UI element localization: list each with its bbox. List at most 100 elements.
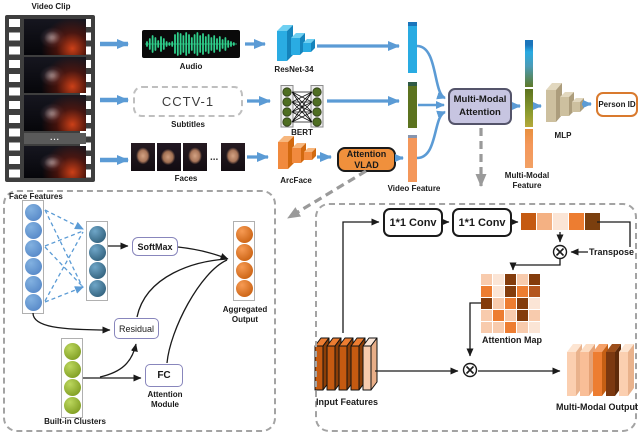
attention-vlad-box: Attention VLAD [337,147,396,172]
node-circle [88,225,106,243]
mma-line1: Multi-Modal [453,94,507,106]
builtin-clusters-label: Built-in Clusters [44,417,106,426]
faces-row: ... [131,143,246,171]
face-image-2 [157,143,181,171]
attention-map-cell [481,274,492,285]
arcface-label: ArcFace [280,176,312,185]
builtin-clusters-column [61,338,83,418]
feature-square [537,213,552,230]
node-circle [24,239,42,257]
feature-square [521,213,536,230]
multimodal-attention-panel [315,203,637,432]
attention-map-cell [517,322,528,333]
node-circle [63,360,81,378]
attention-map-cell [517,286,528,297]
attention-map-cell [529,310,540,321]
aggregated-line2: Output [231,314,259,324]
face-features-label: Face Features [9,192,63,201]
video-frame-3 [24,95,86,131]
node-circle [235,225,253,243]
node-circle [88,279,106,297]
resnet-label: ResNet-34 [274,65,314,74]
attention-map-cell [529,322,540,333]
attention-map-cell [493,322,504,333]
attention-map-cell [505,322,516,333]
aggregated-output-label: Aggregated Output [223,305,267,324]
node-circle [24,221,42,239]
video-clip-label: Video Clip [31,2,71,11]
face-features-column [22,200,44,314]
video-frame-2 [24,57,86,93]
attention-map-cell [505,274,516,285]
node-circle [63,378,81,396]
attention-map-cell [517,298,528,309]
faces-label: Faces [174,174,198,183]
resnet34-icon [277,25,315,61]
multimodal-attention-box: Multi-Modal Attention [448,88,512,125]
node-circle [24,275,42,293]
attention-vlad-line2: VLAD [354,159,379,170]
audio-feature-bar [408,22,417,73]
transpose-label: Transpose [588,247,636,258]
mlp-icon [546,83,584,122]
video-feature-bar [408,135,417,182]
attention-map-cell [529,286,540,297]
attention-map-cell [505,298,516,309]
attention-module-label: Attention Module [147,390,182,409]
node-circle [24,293,42,311]
attention-map-cell [505,286,516,297]
attention-map-cell [481,286,492,297]
node-circle [63,342,81,360]
attention-module-line2: Module [150,399,179,409]
attention-map-cell [505,310,516,321]
node-circle [63,396,81,414]
feature-squares-row [521,213,600,230]
attention-vlad-line1: Attention [346,149,387,160]
assignment-column [86,221,108,301]
node-circle [235,279,253,297]
face-image-1 [131,143,155,171]
person-id-box: Person ID [596,92,638,117]
arcface-icon [278,136,316,169]
film-sprocket-left [9,19,20,178]
feature-square [585,213,600,230]
aggregated-output-column [233,221,255,301]
conv2-box: 1*1 Conv [452,208,512,237]
attention-map-cell [493,298,504,309]
attention-module-line1: Attention [147,390,183,399]
attention-map-cell [529,274,540,285]
multimodal-feature-label: Multi-Modal Feature [505,171,549,190]
node-circle [88,243,106,261]
text-feature-bar [408,82,417,128]
attention-map-label: Attention Map [482,335,542,345]
attention-vlad-panel [3,190,276,432]
conv1-box: 1*1 Conv [383,208,443,237]
multimodal-feature-bar-text [525,89,533,127]
multimodal-feature-bar-video [525,129,533,168]
attention-map-cell [481,298,492,309]
node-circle [235,243,253,261]
node-circle [235,261,253,279]
face-image-4 [221,143,246,171]
attention-map-cell [493,274,504,285]
node-circle [24,257,42,275]
faces-ellipsis: ... [210,151,219,163]
multimodal-feature-bar-audio [525,40,533,87]
face-image-3 [183,143,207,171]
softmax-box: SoftMax [132,237,178,256]
attention-map-cell [517,274,528,285]
mma-line2: Attention [459,106,501,118]
fc-box: FC [145,364,183,387]
multimodal-output-label: Multi-Modal Output [556,402,638,412]
attention-map-cell [529,298,540,309]
aggregated-line1: Aggregated [222,305,268,314]
audio-waveform [142,30,240,58]
bert-label: BERT [291,128,313,137]
video-clip-filmstrip: ... [5,15,95,182]
node-circle [88,261,106,279]
feature-square [569,213,584,230]
mm-feature-line1: Multi-Modal [504,171,550,180]
residual-box: Residual [114,318,159,339]
feature-square [553,213,568,230]
audio-label: Audio [179,62,203,71]
